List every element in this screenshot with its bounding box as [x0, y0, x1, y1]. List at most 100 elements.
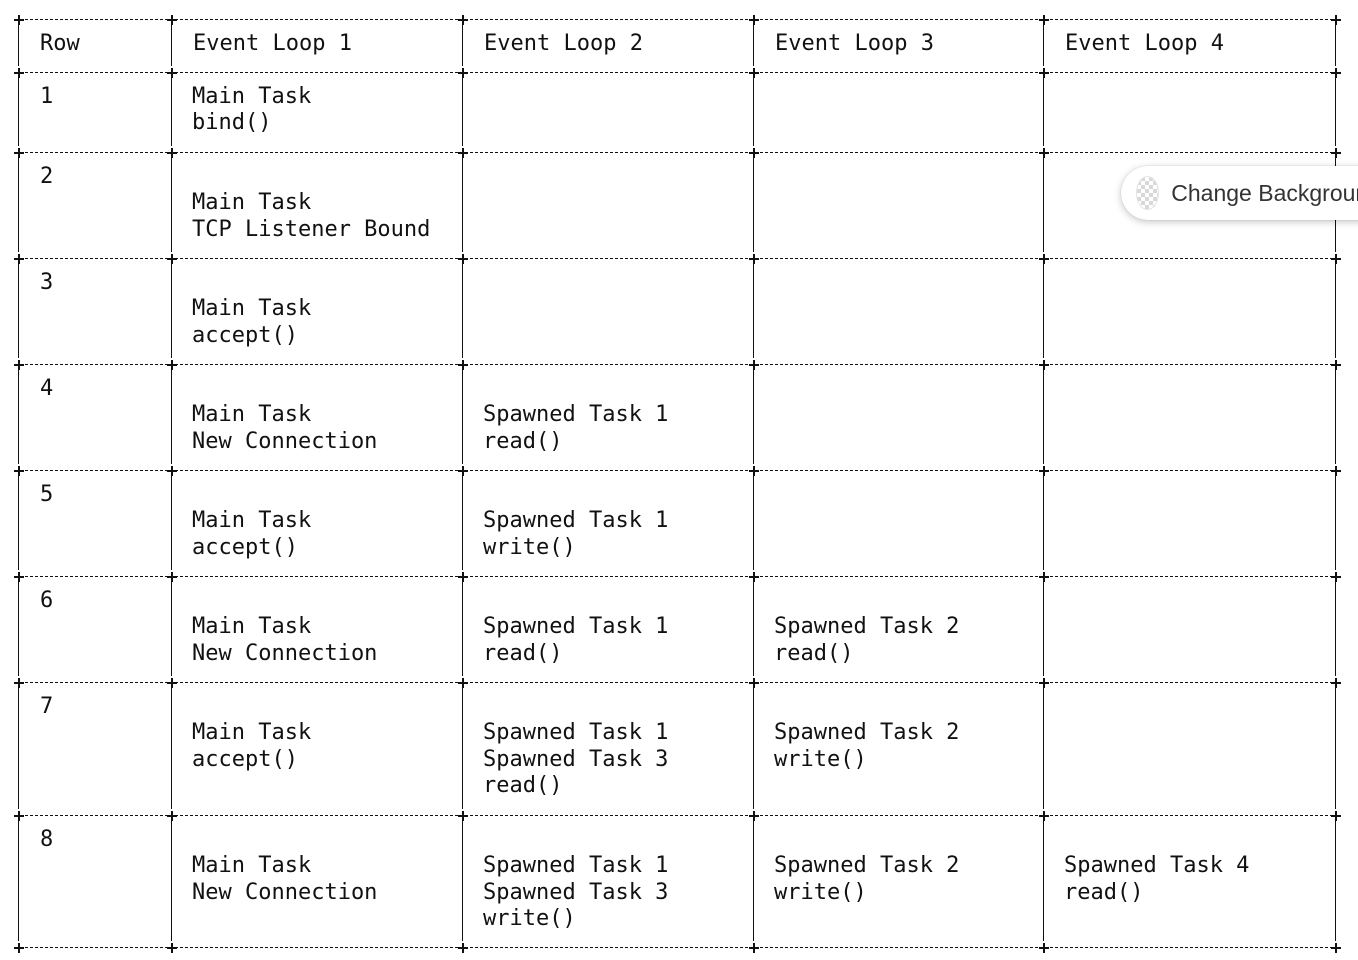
cell-line: New Connection: [192, 428, 378, 454]
row-number: 8: [40, 827, 54, 852]
table-joint: [167, 811, 177, 821]
row-number: 7: [40, 694, 54, 719]
table-border: [462, 582, 463, 676]
cell-line: read(): [1064, 879, 1144, 905]
table-joint: [14, 148, 24, 158]
table-rule: [15, 576, 1338, 577]
table-joint: [1331, 15, 1341, 25]
table-joint: [749, 68, 759, 78]
table-border: [171, 582, 172, 676]
table-border: [171, 688, 172, 809]
cell-line: Spawned Task 1: [483, 402, 669, 428]
table-border: [753, 158, 754, 252]
table-border: [1043, 821, 1044, 941]
table-joint: [167, 360, 177, 370]
column-header: Event Loop 1: [193, 31, 352, 56]
table-joint: [167, 943, 177, 953]
column-header: Event Loop 3: [775, 31, 934, 56]
table-border: [1335, 688, 1336, 809]
table-joint: [1331, 148, 1341, 158]
table-border: [753, 582, 754, 676]
table-border: [1043, 264, 1044, 358]
table-joint: [458, 678, 468, 688]
cell-line: Main Task: [192, 508, 312, 534]
table-joint: [1331, 68, 1341, 78]
table-joint: [14, 811, 24, 821]
table-border: [1335, 78, 1336, 146]
table-border: [171, 370, 172, 464]
table-joint: [1331, 360, 1341, 370]
table-border: [462, 25, 463, 66]
row-number: 6: [40, 588, 54, 613]
cell-line: accept(): [192, 534, 298, 560]
change-background-button[interactable]: Change Background: [1121, 166, 1358, 220]
table-rule: [15, 815, 1338, 816]
table-joint: [167, 254, 177, 264]
cell-line: Spawned Task 1: [483, 853, 669, 879]
table-joint: [458, 572, 468, 582]
table-border: [1335, 582, 1336, 676]
table-joint: [14, 678, 24, 688]
table-border: [171, 821, 172, 941]
table-joint: [1039, 15, 1049, 25]
table-border: [462, 264, 463, 358]
cell-line: write(): [774, 746, 867, 772]
row-number: 2: [40, 164, 54, 189]
table-joint: [14, 68, 24, 78]
cell-line: Spawned Task 1: [483, 508, 669, 534]
cell-line: New Connection: [192, 640, 378, 666]
row-number: 3: [40, 270, 54, 295]
table-joint: [14, 466, 24, 476]
cell-line: write(): [483, 906, 576, 932]
table-border: [18, 25, 19, 66]
cell-line: Main Task: [192, 84, 312, 109]
row-number: 5: [40, 482, 54, 507]
table-joint: [1039, 68, 1049, 78]
table-joint: [749, 572, 759, 582]
table-border: [1335, 476, 1336, 570]
table-joint: [749, 811, 759, 821]
cell-line: write(): [774, 879, 867, 905]
table-joint: [1331, 943, 1341, 953]
table-joint: [1331, 678, 1341, 688]
row-number: 4: [40, 376, 54, 401]
table-joint: [458, 360, 468, 370]
table-border: [1043, 370, 1044, 464]
table-joint: [749, 466, 759, 476]
table-joint: [1039, 678, 1049, 688]
table-joint: [458, 15, 468, 25]
table-joint: [167, 148, 177, 158]
table-border: [18, 582, 19, 676]
table-rule: [15, 947, 1338, 948]
cell-line: read(): [483, 640, 563, 666]
table-border: [18, 264, 19, 358]
table-border: [462, 78, 463, 146]
table-rule: [15, 19, 1338, 20]
table-border: [462, 476, 463, 570]
cell-line: Spawned Task 2: [774, 853, 960, 879]
cell-line: New Connection: [192, 879, 378, 905]
table-joint: [14, 943, 24, 953]
table-border: [171, 476, 172, 570]
table-border: [1043, 688, 1044, 809]
table-joint: [458, 68, 468, 78]
table-rule: [15, 258, 1338, 259]
table-joint: [458, 943, 468, 953]
table-joint: [458, 254, 468, 264]
table-joint: [458, 811, 468, 821]
table-border: [753, 78, 754, 146]
cell-line: bind(): [192, 110, 272, 136]
table-joint: [1331, 466, 1341, 476]
row-number: 1: [40, 84, 54, 109]
cell-line: accept(): [192, 322, 298, 348]
table-joint: [167, 466, 177, 476]
table-joint: [1331, 811, 1341, 821]
cell-line: read(): [483, 773, 563, 799]
column-header: Row: [40, 31, 80, 56]
cell-line: write(): [483, 534, 576, 560]
table-border: [171, 25, 172, 66]
table-rule: [15, 152, 1338, 153]
table-joint: [167, 572, 177, 582]
table-border: [18, 78, 19, 146]
